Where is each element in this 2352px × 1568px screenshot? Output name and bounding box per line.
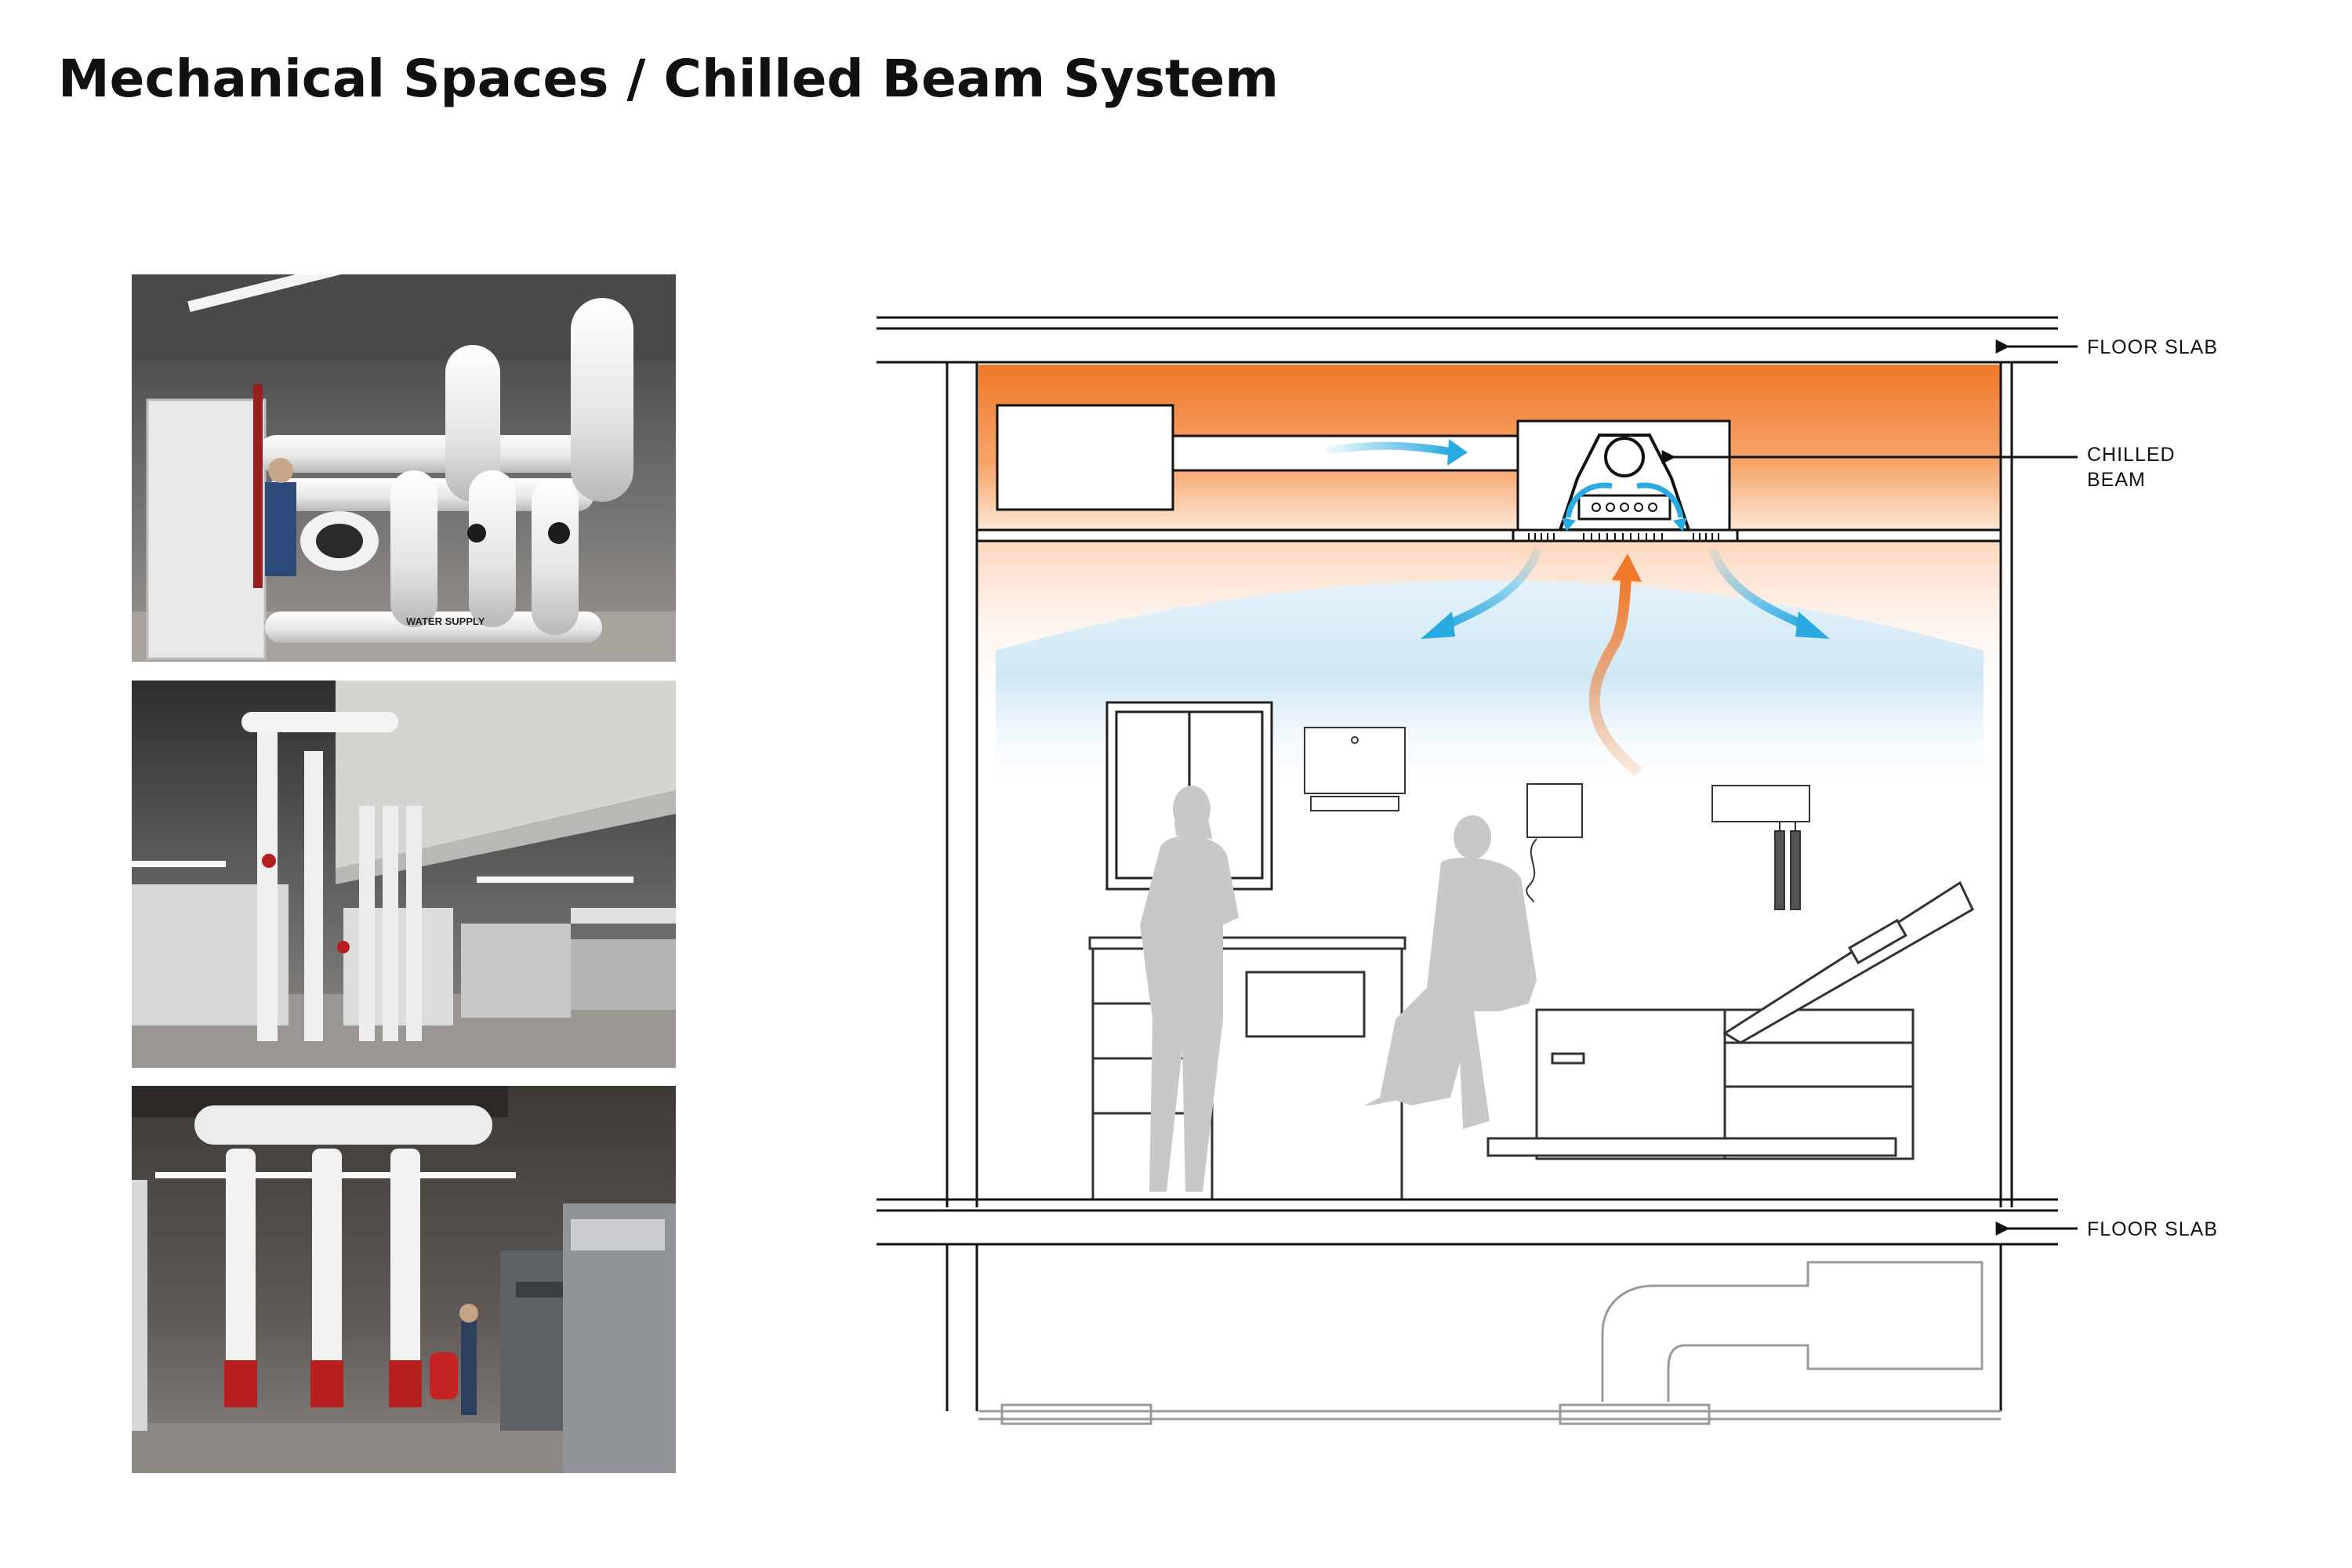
cool-air-arrowhead-left <box>1421 612 1455 639</box>
beam-induction-arrowhead-right <box>1673 517 1687 532</box>
cool-air-arrow-right <box>1708 547 1810 631</box>
boiler-photo-image <box>132 1086 676 1473</box>
cool-air-arrowhead-right <box>1795 612 1830 639</box>
pipes-photo-image: WATER SUPPLY <box>132 274 676 662</box>
floor-slab-bottom-label: FLOOR SLAB <box>2087 1218 2218 1240</box>
wall-dispenser <box>1304 727 1406 811</box>
duct-airflow-arrow <box>1324 441 1451 456</box>
lower-floor-duct <box>978 1261 2001 1425</box>
ceiling-line <box>977 528 2001 543</box>
counter-cabinets <box>1088 936 1406 1201</box>
floor-slab-top-label: FLOOR SLAB <box>2087 336 2218 358</box>
exam-table <box>1486 880 1974 1160</box>
cool-air-arrow-left <box>1440 547 1543 631</box>
wall-monitor <box>1526 783 1583 902</box>
pipe-label-text: WATER SUPPLY <box>406 615 485 627</box>
beam-face-panel <box>1512 528 1739 543</box>
patient-figure <box>1364 815 1537 1129</box>
chilled-beam-label-line1: CHILLED <box>2087 444 2176 466</box>
page-title: Mechanical Spaces / Chilled Beam System <box>58 49 1279 109</box>
top-floor-slab <box>877 316 2058 364</box>
bottom-floor-slab <box>877 1198 2058 1246</box>
beam-diffuser-slots <box>1528 533 1719 541</box>
coil-tubes <box>1592 503 1657 512</box>
mechanical-room-photo-1: WATER SUPPLY <box>132 274 676 662</box>
mechanical-room-photo-2 <box>132 681 676 1068</box>
chilled-beam-label-line2: BEAM <box>2087 469 2146 491</box>
wall-diagnostic-set <box>1711 785 1810 910</box>
air-handler-box <box>996 404 1174 511</box>
chilled-beam-pipe <box>1604 437 1645 477</box>
beam-induction-arrow-left <box>1565 482 1613 518</box>
warm-air-arrowhead <box>1612 554 1642 582</box>
nurse-figure <box>1140 786 1239 1192</box>
hall-photo-image <box>132 681 676 1068</box>
beam-induction-arrow-right <box>1636 482 1684 518</box>
beam-induction-arrowhead-left <box>1562 517 1576 532</box>
mechanical-room-photo-3 <box>132 1086 676 1473</box>
section-walls <box>946 362 2013 1207</box>
warm-air-rise-arrow <box>1588 578 1642 777</box>
duct-airflow-arrowhead <box>1447 439 1468 466</box>
